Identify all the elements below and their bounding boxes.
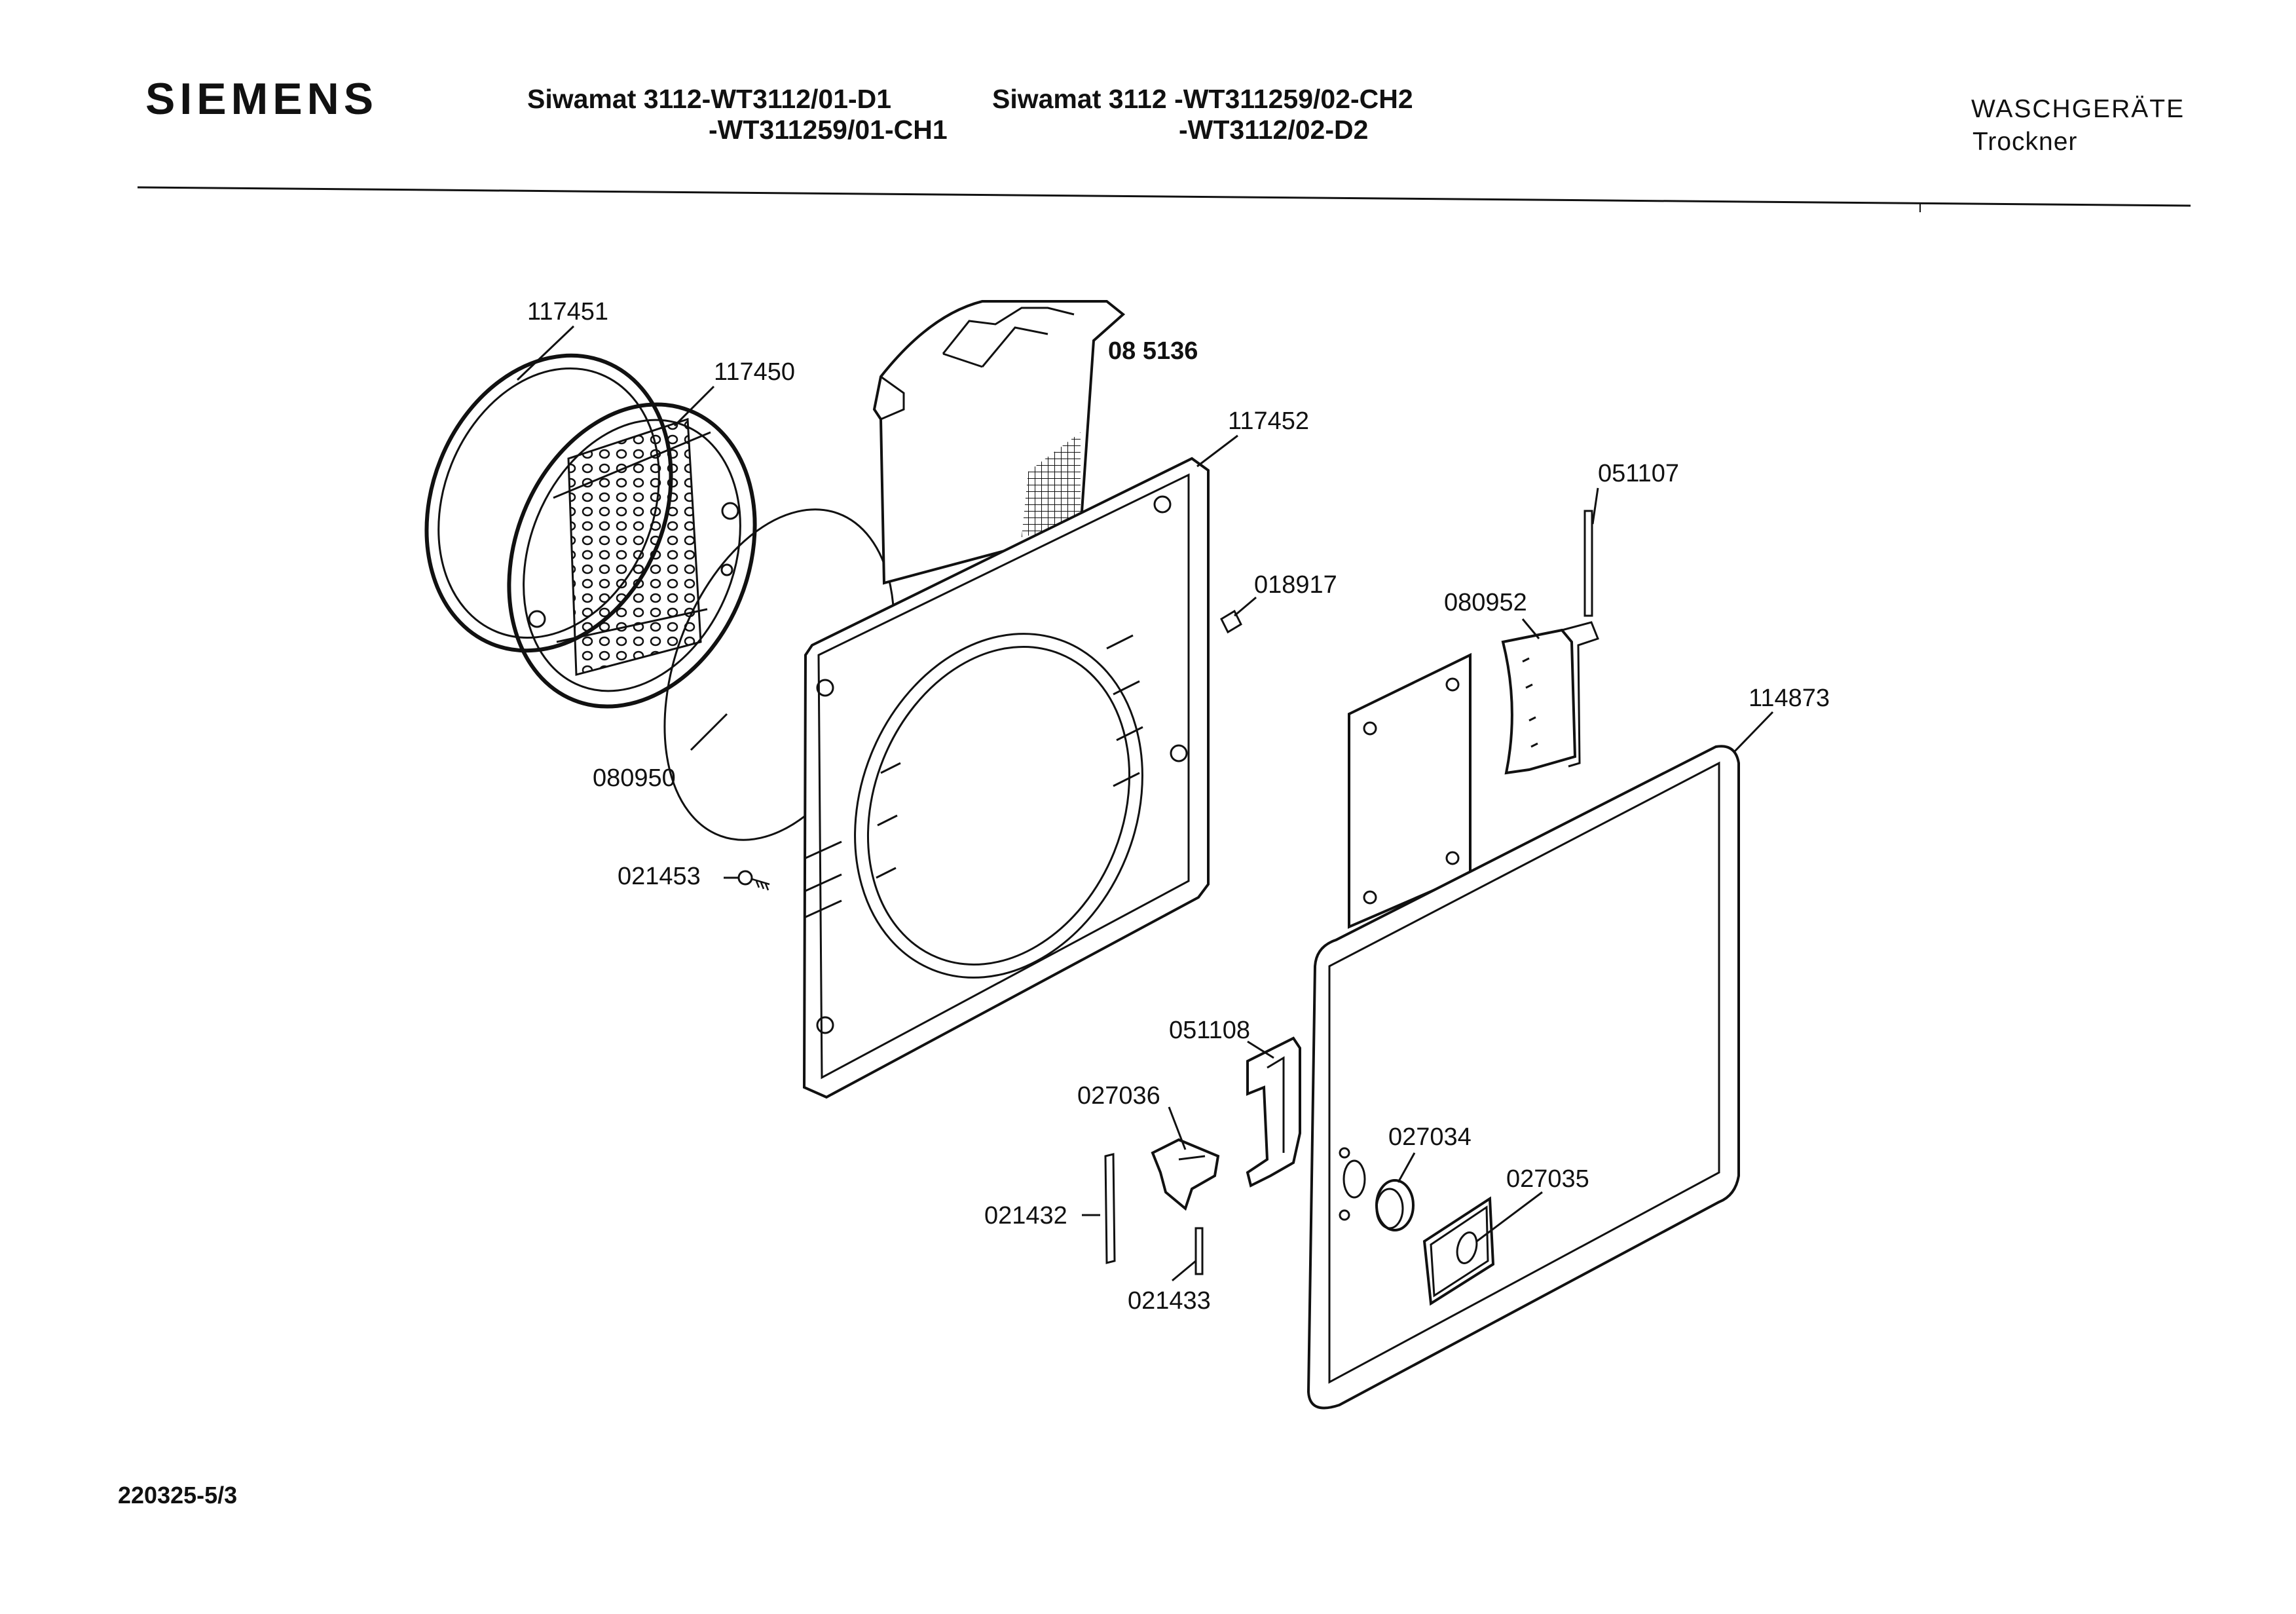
brand-logo: SIEMENS: [145, 74, 379, 124]
part-label-085136: 08 5136: [1108, 337, 1198, 365]
latch-cam: [1151, 1138, 1220, 1211]
pin-short: [1194, 1227, 1204, 1275]
part-label-117450: 117450: [714, 358, 795, 386]
part-label-027034: 027034: [1388, 1123, 1472, 1151]
door-hinge: [1501, 621, 1599, 775]
fluff-filter-insert: [872, 300, 1126, 585]
part-label-027035: 027035: [1506, 1165, 1589, 1193]
model-line-2: -WT311259/01-CH1: [709, 115, 948, 145]
door-panel: [1306, 745, 1740, 1410]
subcategory-label: Trockner: [1972, 128, 2078, 156]
rod: [1104, 1153, 1116, 1264]
latch-bracket: [1246, 1036, 1301, 1188]
door-frame: [802, 457, 1210, 1099]
model-line-1: Siwamat 3112-WT3112/01-D1: [527, 84, 892, 114]
spring: [737, 870, 770, 891]
part-label-027036: 027036: [1077, 1082, 1160, 1110]
part-label-051107: 051107: [1598, 460, 1679, 487]
part-label-080950: 080950: [593, 764, 676, 792]
part-label-117451: 117451: [527, 298, 608, 326]
part-label-021432: 021432: [984, 1202, 1067, 1229]
part-label-114873: 114873: [1749, 685, 1830, 712]
part-label-021433: 021433: [1128, 1287, 1211, 1315]
part-label-018917: 018917: [1254, 571, 1337, 599]
leader-lines: [516, 325, 1774, 1282]
model-line-3: Siwamat 3112 -WT311259/02-CH2: [992, 84, 1413, 114]
door-knob: [1375, 1179, 1415, 1231]
handle-recess: [1422, 1196, 1495, 1306]
model-line-4: -WT3112/02-D2: [1179, 115, 1369, 145]
part-label-080952: 080952: [1444, 589, 1527, 616]
small-nut: [1220, 609, 1242, 634]
pin-long: [1583, 510, 1593, 617]
lint-filter-drum: [507, 402, 757, 709]
header-rule: [137, 186, 2191, 207]
part-label-117452: 117452: [1228, 407, 1309, 435]
part-label-021453: 021453: [618, 863, 701, 890]
document-number: 220325-5/3: [118, 1482, 238, 1509]
category-label: WASCHGERÄTE: [1971, 95, 2185, 123]
part-label-051108: 051108: [1169, 1017, 1250, 1044]
